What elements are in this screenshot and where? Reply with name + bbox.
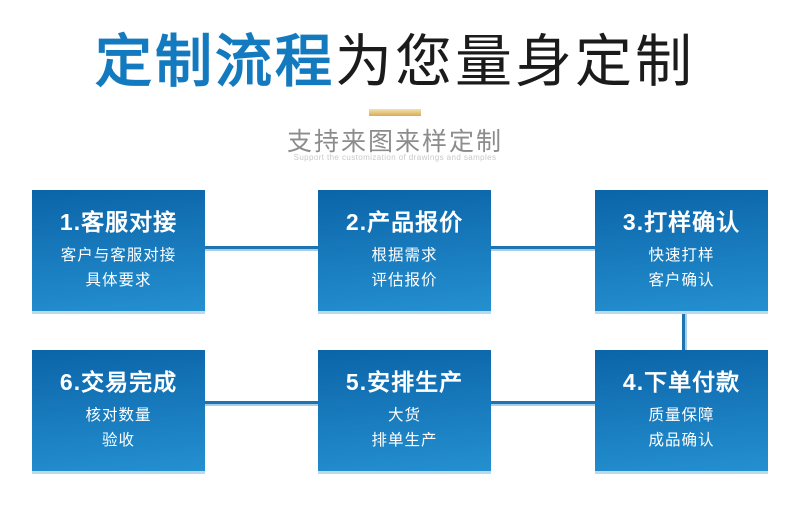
- step-title: 1.客服对接: [59, 209, 178, 235]
- step-title: 3.打样确认: [622, 209, 741, 235]
- step-description-line: 大货: [387, 407, 421, 424]
- page-title: 定制流程为您量身定制: [0, 26, 790, 98]
- step-description: 大货 排单生产: [318, 403, 491, 453]
- step-box-3: 3.打样确认 快速打样 客户确认: [595, 190, 768, 311]
- step-description: 核对数量 验收: [32, 403, 205, 453]
- step-title: 4.下单付款: [622, 369, 741, 395]
- step-description: 质量保障 成品确认: [595, 403, 768, 453]
- connector-step6-step5: [205, 401, 318, 406]
- step-box-6: 6.交易完成 核对数量 验收: [32, 350, 205, 471]
- subtitle-english: Support the customization of drawings an…: [293, 153, 497, 162]
- page-title-highlight: 定制流程: [95, 30, 335, 94]
- step-description: 根据需求 评估报价: [318, 243, 491, 293]
- step-box-4: 4.下单付款 质量保障 成品确认: [595, 350, 768, 471]
- step-box-5: 5.安排生产 大货 排单生产: [318, 350, 491, 471]
- gold-divider: [369, 109, 421, 116]
- step-description-line: 验收: [101, 432, 135, 449]
- subtitle: 支持来图来样定制: [286, 128, 503, 156]
- step-description-line: 排单生产: [371, 432, 438, 449]
- step-description-line: 客户确认: [648, 272, 715, 289]
- step-box-2: 2.产品报价 根据需求 评估报价: [318, 190, 491, 311]
- step-title: 5.安排生产: [345, 369, 464, 395]
- step-description-line: 快速打样: [648, 247, 715, 264]
- step-description: 客户与客服对接 具体要求: [32, 243, 205, 293]
- step-title: 2.产品报价: [345, 209, 464, 235]
- connector-step2-step3: [490, 246, 595, 251]
- connector-step3-step4: [682, 311, 687, 351]
- step-description-line: 客户与客服对接: [60, 247, 177, 264]
- step-description-line: 质量保障: [648, 407, 715, 424]
- step-description: 快速打样 客户确认: [595, 243, 768, 293]
- connector-step5-step4: [490, 401, 595, 406]
- step-box-1: 1.客服对接 客户与客服对接 具体要求: [32, 190, 205, 311]
- step-description-line: 具体要求: [85, 272, 152, 289]
- step-description-line: 根据需求: [371, 247, 438, 264]
- connector-step1-step2: [205, 246, 318, 251]
- step-description-line: 核对数量: [85, 407, 152, 424]
- page-title-rest: 为您量身定制: [335, 30, 695, 94]
- step-description-line: 评估报价: [371, 272, 438, 289]
- step-description-line: 成品确认: [648, 432, 715, 449]
- step-title: 6.交易完成: [59, 369, 178, 395]
